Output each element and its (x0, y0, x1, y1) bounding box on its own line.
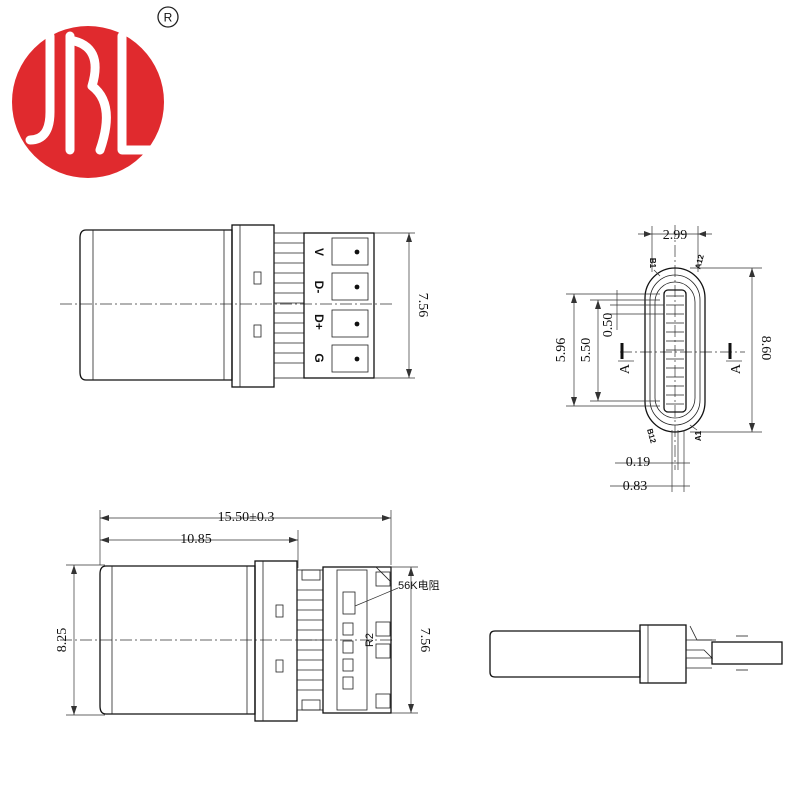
bottom-view-pins (297, 589, 323, 691)
bottom-view-height-dim: 8.25 (55, 628, 70, 653)
resistor-ref: R2 (364, 633, 376, 647)
jbl-logo: R (12, 6, 179, 178)
side-view-collar (639, 624, 687, 684)
bottom-view-shell-dim: 10.85 (180, 532, 212, 547)
top-view-pad-v (331, 237, 369, 266)
resistor-leader (354, 587, 399, 607)
end-view-pin-span-dim: 0.83 (623, 479, 648, 494)
resistor-note: 56K电阻 (398, 579, 440, 592)
top-view-height-dim: 7.56 (415, 293, 430, 318)
pin-label-v: V (312, 248, 326, 256)
top-view-pad-dplus (331, 309, 369, 338)
side-view-pins (685, 649, 713, 659)
pin-label-b1: B1 (648, 258, 657, 269)
end-view-tongue (663, 289, 687, 413)
end-view-pitch-dim: 0.50 (601, 313, 616, 338)
end-view-cavity (654, 281, 696, 419)
top-view-latch-1 (253, 271, 262, 285)
top-view-latch-2 (253, 324, 262, 338)
end-view-shell-inner (649, 274, 701, 426)
top-view-collar (231, 224, 275, 388)
pin-label-a12: A12 (693, 253, 706, 270)
top-view-shell (79, 229, 233, 381)
side-view-pcb (711, 641, 783, 665)
top-view-pad-g (331, 344, 369, 373)
pin-label-b12: B12 (645, 428, 658, 445)
pin-label-dplus: D+ (312, 314, 326, 330)
end-view-outer-dim: 5.96 (554, 338, 569, 363)
pin-label-g: G (312, 353, 326, 362)
bottom-view-collar (254, 560, 298, 722)
pin-label-dminus: D- (312, 281, 326, 294)
bottom-view-length-dim: 15.50±0.3 (218, 510, 275, 525)
end-view-contacts (666, 295, 684, 405)
side-view (489, 624, 783, 684)
bottom-view: 15.50±0.3 10.85 8.25 (55, 510, 440, 722)
top-view-pins (273, 232, 305, 379)
end-view-height-dim: 8.60 (758, 336, 773, 361)
registered-mark: R (164, 11, 173, 25)
side-view-shell (489, 630, 641, 678)
registered-mark-circle (157, 6, 179, 28)
bottom-view-pcb (322, 566, 392, 714)
top-view-pad-dminus (331, 272, 369, 301)
end-view-width-dim: 2.99 (663, 228, 688, 243)
bottom-view-latch-2 (275, 659, 284, 673)
logo-letters (25, 31, 161, 155)
top-view: V D- D+ G 7.56 (60, 224, 430, 388)
bottom-view-board-dim: 7.56 (417, 628, 432, 653)
section-label-right: A (729, 363, 744, 374)
end-view: 2.99 8.60 5.96 5.50 0.50 A A B1 A12 B12 … (554, 225, 773, 494)
end-view-outer-shell (644, 267, 706, 433)
section-label-left: A (618, 363, 633, 374)
top-view-pin-block (273, 232, 305, 379)
bottom-view-component-area (336, 569, 368, 711)
resistor-r2 (342, 591, 356, 615)
pin-label-a1: A1 (694, 430, 703, 441)
end-view-pin-width-dim: 0.19 (626, 455, 651, 470)
bottom-view-shell (99, 565, 256, 715)
bottom-view-latch-1 (275, 604, 284, 618)
end-view-inner-dim: 5.50 (579, 338, 594, 363)
top-view-pcb (303, 232, 375, 379)
